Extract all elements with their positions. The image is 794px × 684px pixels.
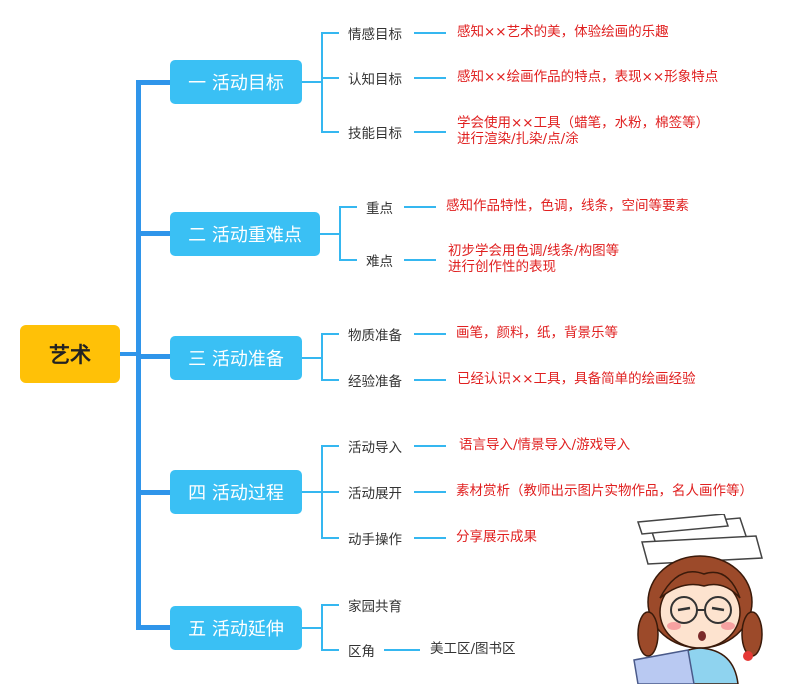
detail-hands-on: 分享展示成果 bbox=[456, 529, 537, 545]
leaf-connector bbox=[414, 379, 446, 381]
node-emotion-goal[interactable]: 情感目标 bbox=[348, 27, 402, 43]
leaf-connector bbox=[414, 32, 446, 34]
branch-activity-preparation[interactable]: 三 活动准备 bbox=[170, 336, 302, 380]
branch-1-vertical bbox=[321, 32, 323, 132]
detail-activity-expand: 素材赏析（教师出示图片实物作品，名人画作等） bbox=[456, 483, 753, 499]
trunk-to-branch-4 bbox=[136, 490, 172, 495]
trunk-to-branch-3 bbox=[136, 354, 172, 359]
branch-activity-goals[interactable]: 一 活动目标 bbox=[170, 60, 302, 104]
branch-2-stub bbox=[320, 233, 340, 235]
branch-3-stub bbox=[302, 357, 322, 359]
leaf-connector bbox=[404, 259, 436, 261]
node-material-prep[interactable]: 物质准备 bbox=[348, 328, 402, 344]
node-difficult-point[interactable]: 难点 bbox=[366, 254, 393, 270]
paper-stack-icon bbox=[636, 514, 763, 565]
branch-5-tick-1 bbox=[321, 604, 339, 606]
node-experience-prep[interactable]: 经验准备 bbox=[348, 374, 402, 390]
leaf-connector bbox=[414, 77, 446, 79]
branch-3-tick-2 bbox=[321, 379, 339, 381]
detail-activity-intro: 语言导入/情景导入/游戏导入 bbox=[459, 437, 631, 453]
branch-5-vertical bbox=[321, 604, 323, 650]
root-connector bbox=[120, 352, 140, 356]
detail-key-point: 感知作品特性，色调，线条，空间等要素 bbox=[446, 198, 689, 214]
leaf-connector bbox=[414, 131, 446, 133]
leaf-connector bbox=[414, 491, 446, 493]
trunk-to-branch-1 bbox=[136, 80, 172, 85]
leaf-connector bbox=[404, 206, 436, 208]
branch-4-tick-1 bbox=[321, 445, 339, 447]
glasses-icon bbox=[670, 596, 732, 624]
branch-4-stub bbox=[302, 491, 322, 493]
detail-difficult-point: 初步学会用色调/线条/构图等 进行创作性的表现 bbox=[448, 243, 620, 275]
leaf-connector bbox=[384, 649, 420, 651]
node-corner[interactable]: 区角 bbox=[348, 644, 375, 660]
root-node[interactable]: 艺术 bbox=[20, 325, 120, 383]
branch-key-difficult-points[interactable]: 二 活动重难点 bbox=[170, 212, 320, 256]
branch-4-tick-3 bbox=[321, 537, 339, 539]
detail-skill-goal: 学会使用××工具（蜡笔，水粉，棉签等） 进行渲染/扎染/点/涂 bbox=[457, 115, 710, 147]
branch-5-tick-2 bbox=[321, 649, 339, 651]
branch-1-stub bbox=[302, 81, 322, 83]
branch-activity-process[interactable]: 四 活动过程 bbox=[170, 470, 302, 514]
trunk-to-branch-5 bbox=[136, 625, 172, 630]
branch-3-vertical bbox=[321, 333, 323, 380]
branch-1-tick-2 bbox=[321, 77, 339, 79]
node-home-school[interactable]: 家园共育 bbox=[348, 599, 402, 615]
cartoon-girl-illustration bbox=[633, 514, 763, 684]
node-skill-goal[interactable]: 技能目标 bbox=[348, 126, 402, 142]
leaf-connector bbox=[414, 537, 446, 539]
branch-3-tick-1 bbox=[321, 333, 339, 335]
branch-activity-extension[interactable]: 五 活动延伸 bbox=[170, 606, 302, 650]
node-hands-on[interactable]: 动手操作 bbox=[348, 532, 402, 548]
node-activity-intro[interactable]: 活动导入 bbox=[348, 440, 402, 456]
branch-2-tick-1 bbox=[339, 206, 357, 208]
detail-cognitive-goal: 感知××绘画作品的特点，表现××形象特点 bbox=[457, 69, 719, 85]
trunk-to-branch-2 bbox=[136, 231, 172, 236]
branch-2-vertical bbox=[339, 206, 341, 260]
detail-corner: 美工区/图书区 bbox=[430, 641, 516, 657]
detail-experience-prep: 已经认识××工具，具备简单的绘画经验 bbox=[457, 371, 696, 387]
branch-5-stub bbox=[302, 627, 322, 629]
node-cognitive-goal[interactable]: 认知目标 bbox=[348, 72, 402, 88]
branch-4-tick-2 bbox=[321, 491, 339, 493]
leaf-connector bbox=[414, 333, 446, 335]
leaf-connector bbox=[414, 445, 446, 447]
detail-material-prep: 画笔，颜料，纸，背景乐等 bbox=[456, 325, 618, 341]
branch-2-tick-2 bbox=[339, 259, 357, 261]
branch-1-tick-1 bbox=[321, 32, 339, 34]
node-key-point[interactable]: 重点 bbox=[366, 201, 393, 217]
detail-emotion-goal: 感知××艺术的美，体验绘画的乐趣 bbox=[457, 24, 669, 40]
node-activity-expand[interactable]: 活动展开 bbox=[348, 486, 402, 502]
branch-1-tick-3 bbox=[321, 131, 339, 133]
